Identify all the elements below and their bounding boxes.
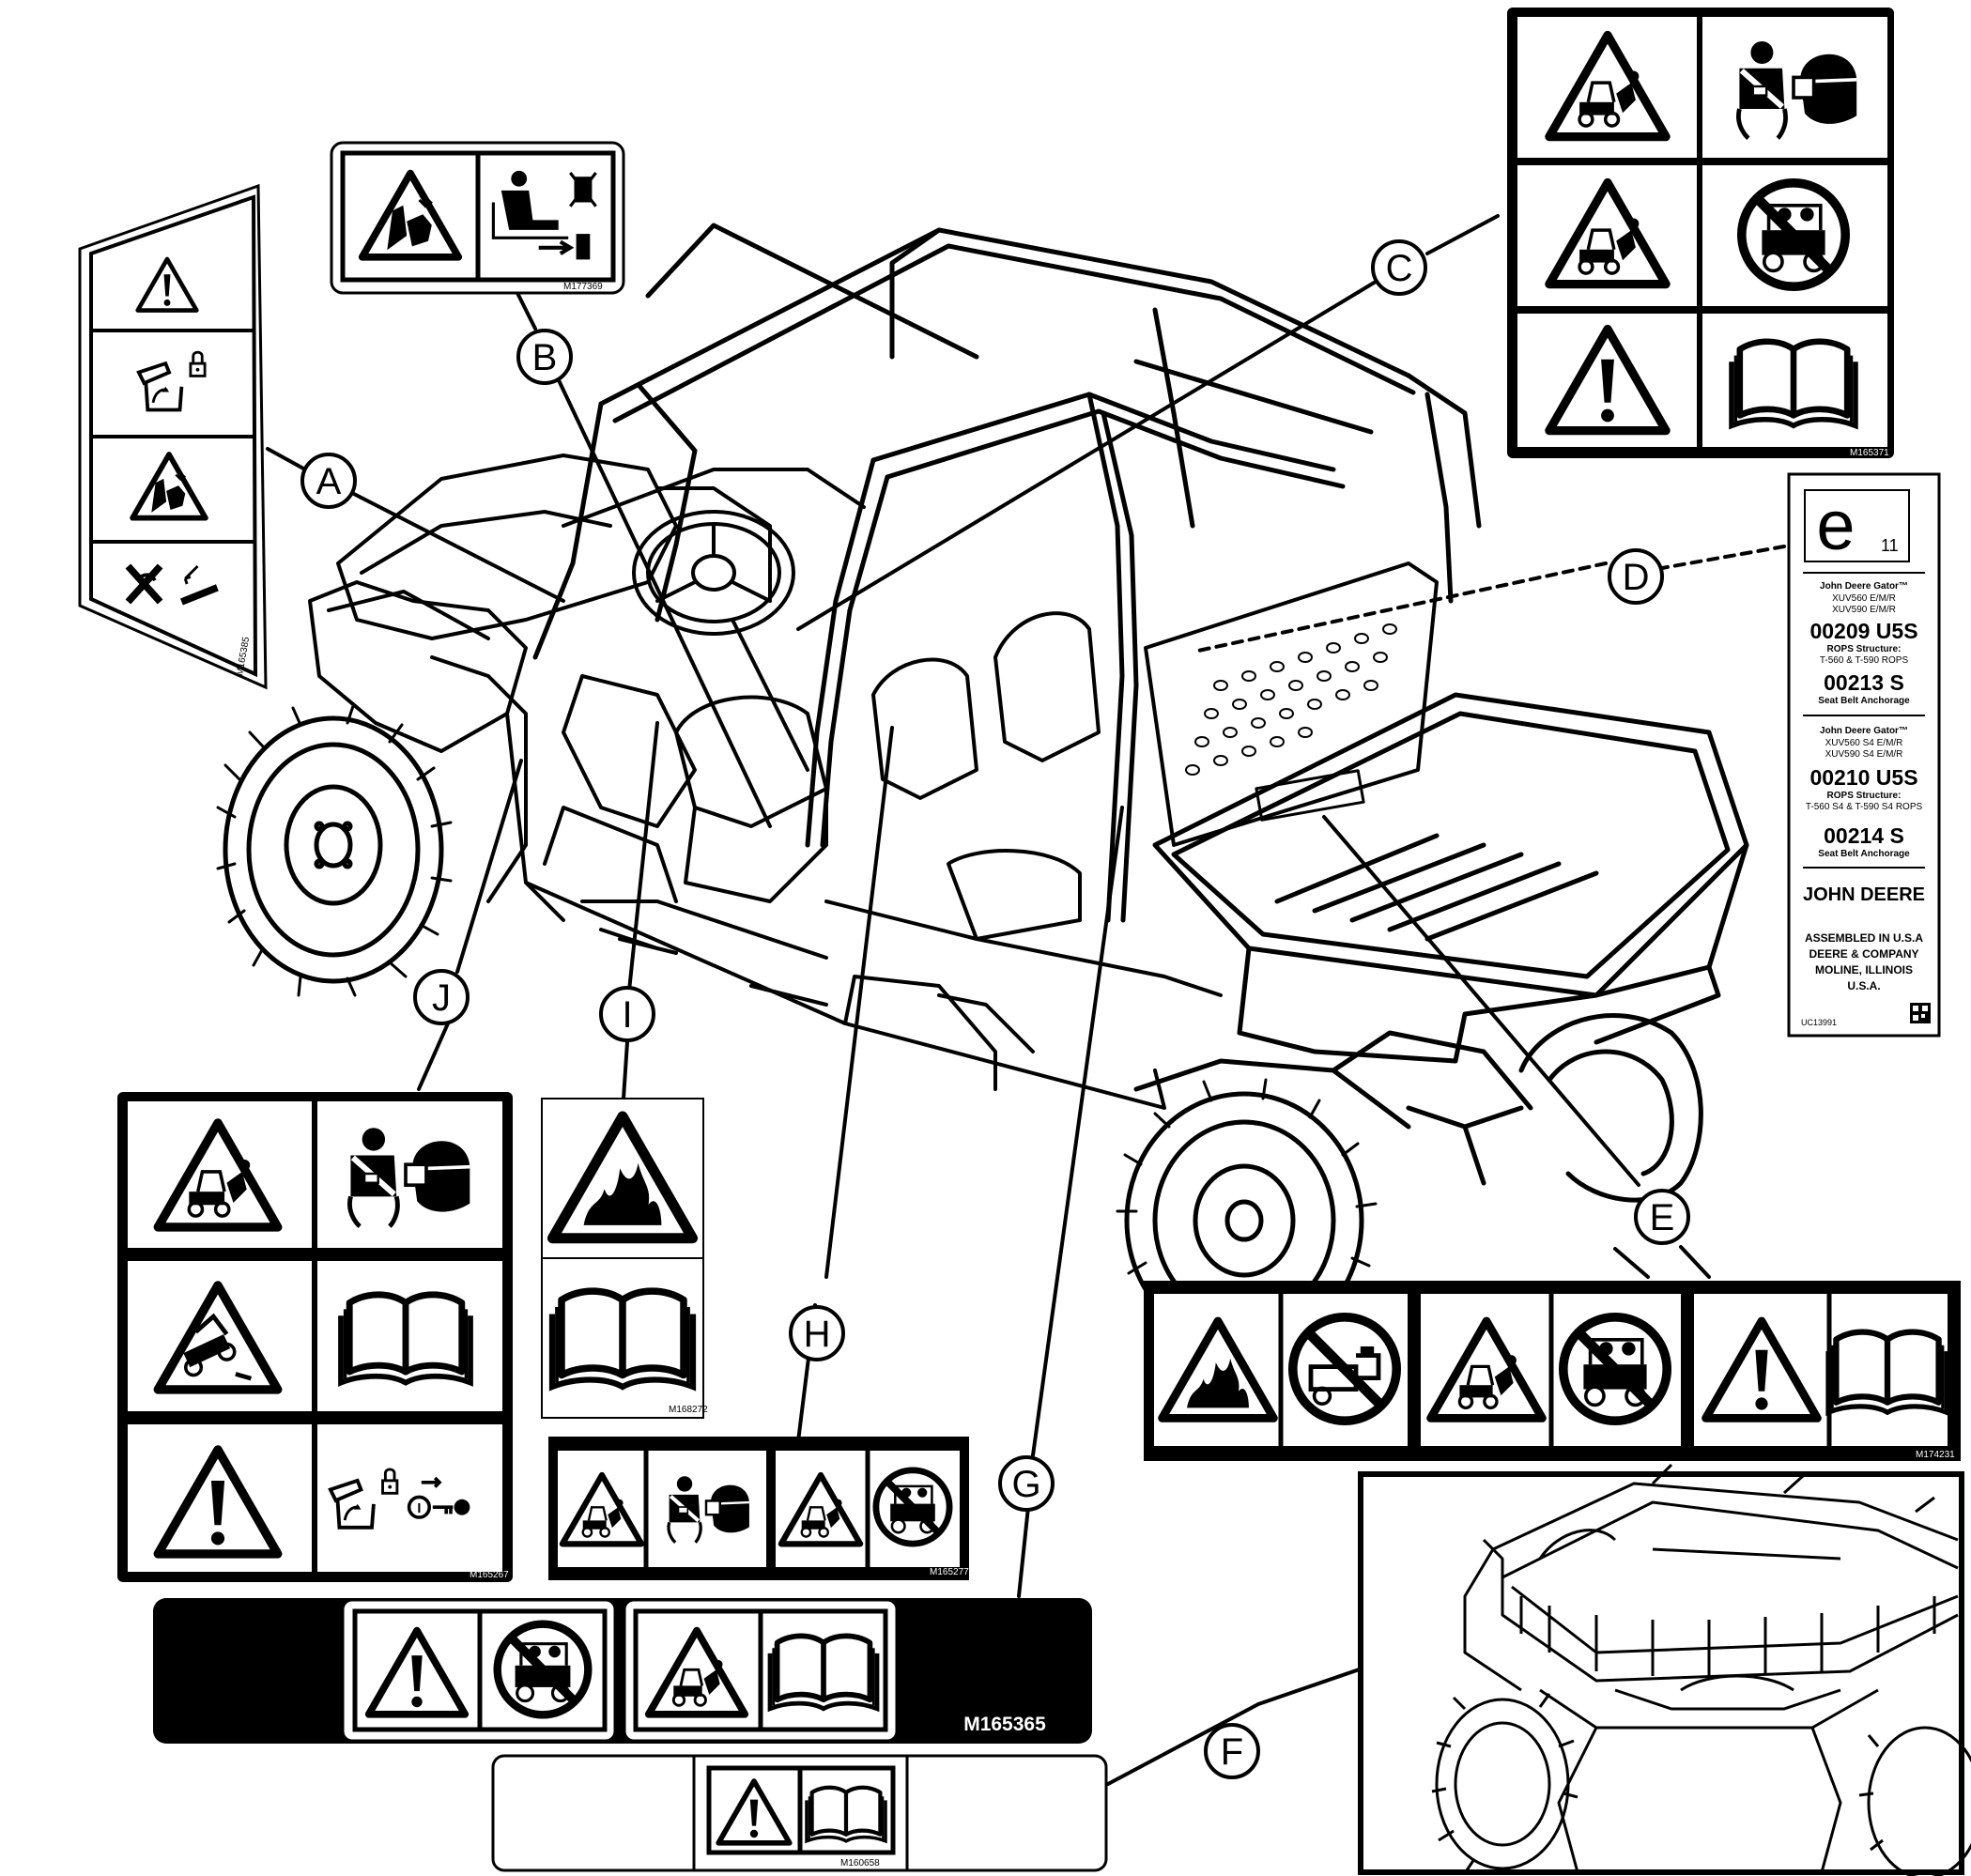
- plate-model-2b: XUV590 S4 E/M/R: [1825, 749, 1903, 760]
- no-passengers-icon: [876, 1470, 949, 1544]
- label-e-code: M174231: [1916, 1450, 1955, 1460]
- manual-icon: [770, 1636, 877, 1708]
- callout-g-label: G: [1011, 1464, 1040, 1505]
- no-passengers-icon: [1742, 183, 1845, 286]
- plate-brand-1: John Deere Gator™: [1820, 581, 1908, 592]
- callout-d: D: [1608, 548, 1664, 605]
- label-g-code: M165365: [963, 1714, 1046, 1735]
- plate-maker: JOHN DEERE: [1803, 884, 1925, 905]
- callout-a-label: A: [316, 461, 342, 502]
- plate-rops-label-1: ROPS Structure:: [1827, 644, 1902, 654]
- plate-model-1b: XUV590 E/M/R: [1832, 605, 1896, 615]
- label-i-code: M168272: [669, 1405, 708, 1415]
- callout-f-label: F: [1221, 1731, 1243, 1773]
- leader-lines: [266, 214, 1786, 1786]
- plate-rops-models-2: T-560 S4 & T-590 S4 ROPS: [1806, 802, 1923, 812]
- plate-address-4: U.S.A.: [1847, 979, 1880, 992]
- plate-belt-label-2: Seat Belt Anchorage: [1818, 849, 1910, 859]
- label-j-code: M165267: [470, 1570, 509, 1580]
- plate-rops-models-1: T-560 & T-590 ROPS: [1820, 655, 1909, 666]
- label-c-code: M165371: [1850, 448, 1889, 458]
- callout-d-label: D: [1623, 557, 1650, 598]
- e-mark: e: [1816, 486, 1855, 564]
- label-f-code: M160658: [840, 1858, 880, 1868]
- callout-j: J: [413, 969, 470, 1025]
- safety-label-f: M160658: [491, 1754, 1108, 1872]
- callout-b-label: B: [532, 337, 558, 378]
- callout-c: C: [1371, 239, 1427, 296]
- callout-markers: A B C D E F G H: [300, 239, 1690, 1779]
- callout-c-label: C: [1386, 248, 1413, 289]
- plate-code: UC13991: [1801, 1018, 1837, 1027]
- safety-label-e: M174231: [1144, 1281, 1961, 1461]
- safety-label-h: M165277: [548, 1437, 969, 1580]
- label-h-code: M165277: [930, 1567, 969, 1577]
- manual-icon: [1732, 342, 1856, 426]
- no-fire-icon: [1293, 1317, 1396, 1421]
- manual-icon: [552, 1291, 693, 1387]
- no-passengers-icon: [1563, 1317, 1667, 1421]
- safety-label-a: M165385: [78, 183, 268, 690]
- plate-address-3: MOLINE, ILLINOIS: [1815, 963, 1913, 976]
- utility-vehicle-illustration: [216, 223, 1749, 1354]
- callout-a: A: [300, 453, 357, 509]
- plate-brand-2: John Deere Gator™: [1820, 726, 1908, 736]
- manual-icon: [807, 1788, 885, 1841]
- plate-model-2a: XUV560 S4 E/M/R: [1825, 738, 1903, 748]
- callout-h-label: H: [804, 1314, 831, 1355]
- safety-label-j: M165267: [117, 1092, 513, 1582]
- safety-label-b: M177369: [330, 141, 625, 295]
- rops-plate-d: e 11 John Deere Gator™ XUV560 E/M/R XUV5…: [1787, 472, 1941, 1038]
- plate-belt-number-1: 00213 S: [1824, 670, 1904, 695]
- inset-front-view-f: [1358, 1463, 1971, 1876]
- plate-address-1: ASSEMBLED IN U.S.A: [1805, 931, 1923, 945]
- callout-g: G: [998, 1455, 1055, 1512]
- plate-rops-number-2: 00210 U5S: [1809, 765, 1917, 790]
- manual-icon: [1828, 1332, 1947, 1413]
- callout-h: H: [789, 1305, 845, 1361]
- callout-j-label: J: [432, 977, 451, 1019]
- label-b-code: M177369: [563, 282, 603, 292]
- e-mark-number: 11: [1881, 536, 1899, 555]
- safety-label-i: M168272: [541, 1098, 708, 1419]
- plate-belt-number-2: 00214 S: [1824, 823, 1904, 848]
- manual-icon: [341, 1295, 470, 1383]
- callout-i-label: I: [622, 994, 632, 1036]
- plate-address-2: DEERE & COMPANY: [1809, 947, 1918, 961]
- plate-belt-label-1: Seat Belt Anchorage: [1818, 696, 1910, 706]
- callout-i: I: [599, 986, 655, 1042]
- callout-e-label: E: [1650, 1197, 1675, 1238]
- plate-rops-label-2: ROPS Structure:: [1827, 791, 1902, 801]
- qr-code-icon: [1910, 1003, 1931, 1023]
- safety-label-c: M165371: [1507, 8, 1894, 458]
- callout-e: E: [1634, 1189, 1690, 1245]
- safety-label-g: M165365: [153, 1598, 1092, 1744]
- plate-model-1a: XUV560 E/M/R: [1832, 593, 1896, 604]
- plate-rops-number-1: 00209 U5S: [1809, 619, 1917, 643]
- no-passengers-icon: [498, 1624, 589, 1715]
- callout-b: B: [516, 329, 573, 385]
- callout-f: F: [1204, 1723, 1260, 1779]
